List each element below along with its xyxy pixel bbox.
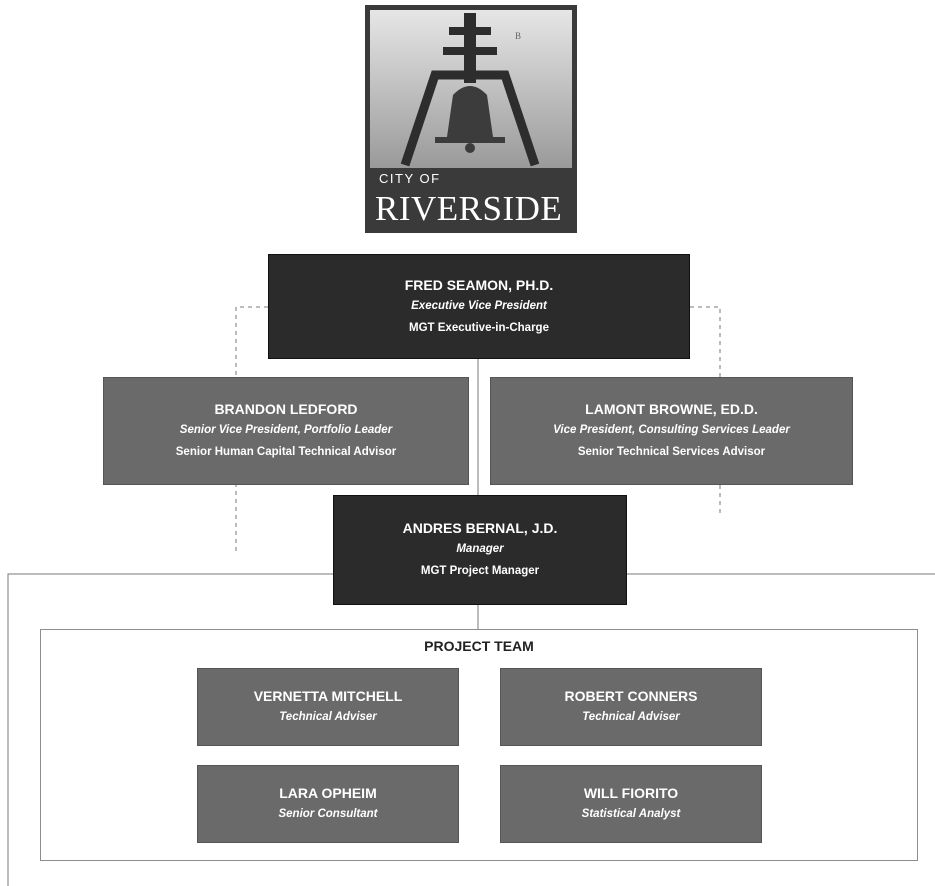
team-member-title: Statistical Analyst xyxy=(581,808,681,820)
outer-frame-line xyxy=(7,573,333,886)
city-logo: B CITY OF RIVERSIDE xyxy=(365,5,577,233)
team-member-box: LARA OPHEIM Senior Consultant xyxy=(197,765,459,843)
leader-role: Senior Technical Services Advisor xyxy=(577,446,766,458)
team-member-title: Technical Adviser xyxy=(279,711,377,723)
team-member-box: ROBERT CONNERS Technical Adviser xyxy=(500,668,762,746)
leader-title: Vice President, Consulting Services Lead… xyxy=(553,424,790,436)
svg-text:B: B xyxy=(515,31,521,41)
team-member-title: Technical Adviser xyxy=(582,711,680,723)
dashed-connector-left xyxy=(235,306,268,555)
team-member-name: WILL FIORITO xyxy=(583,785,679,801)
executive-title: Executive Vice President xyxy=(411,299,547,312)
project-team-frame xyxy=(40,629,918,861)
manager-box: ANDRES BERNAL, J.D. Manager MGT Project … xyxy=(333,495,627,605)
project-team-heading: PROJECT TEAM xyxy=(424,638,534,654)
executive-role: MGT Executive-in-Charge xyxy=(409,321,549,334)
manager-title: Manager xyxy=(456,543,504,555)
team-member-name: LARA OPHEIM xyxy=(279,785,377,801)
leader-title: Senior Vice President, Portfolio Leader xyxy=(179,424,393,436)
team-member-title: Senior Consultant xyxy=(278,808,378,820)
logo-riverside-text: RIVERSIDE xyxy=(375,189,563,228)
team-member-name: VERNETTA MITCHELL xyxy=(253,688,403,704)
team-member-box: WILL FIORITO Statistical Analyst xyxy=(500,765,762,843)
team-member-box: VERNETTA MITCHELL Technical Adviser xyxy=(197,668,459,746)
manager-role: MGT Project Manager xyxy=(420,565,540,577)
executive-name: FRED SEAMON, PH.D. xyxy=(404,276,554,293)
leader-role: Senior Human Capital Technical Advisor xyxy=(175,446,397,458)
leader-name: LAMONT BROWNE, ED.D. xyxy=(585,401,758,417)
logo-city-text: CITY OF xyxy=(379,171,441,186)
team-member-name: ROBERT CONNERS xyxy=(564,688,698,704)
manager-name: ANDRES BERNAL, J.D. xyxy=(402,520,558,536)
bell-cross-icon: B xyxy=(370,10,572,168)
leader-box-right: LAMONT BROWNE, ED.D. Vice President, Con… xyxy=(490,377,853,485)
leader-box-left: BRANDON LEDFORD Senior Vice President, P… xyxy=(103,377,469,485)
leader-name: BRANDON LEDFORD xyxy=(214,401,358,417)
executive-box: FRED SEAMON, PH.D. Executive Vice Presid… xyxy=(268,254,690,359)
